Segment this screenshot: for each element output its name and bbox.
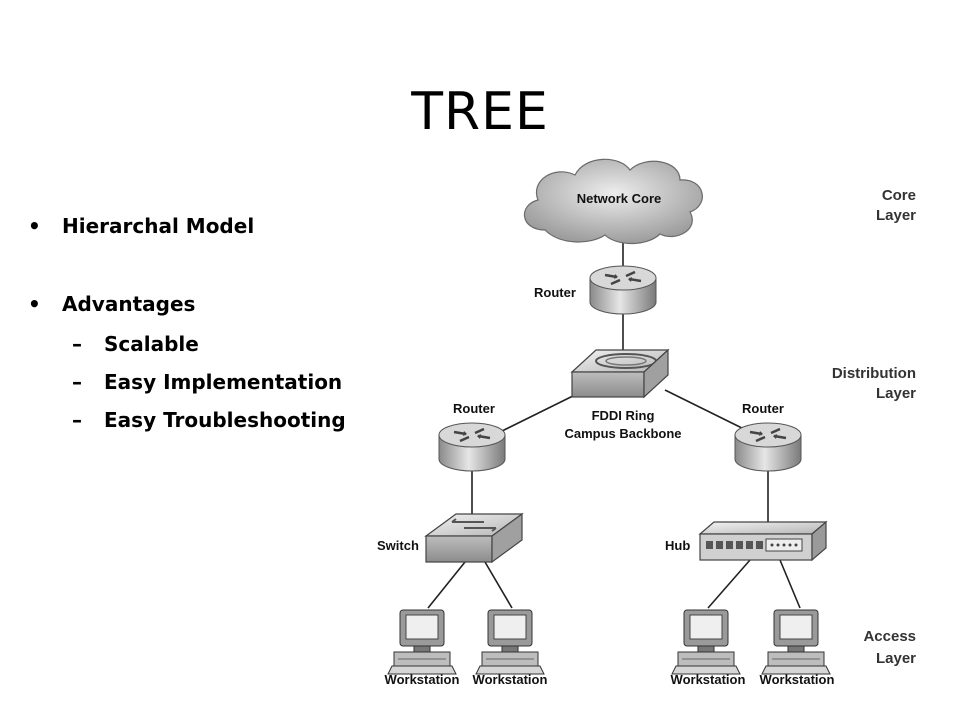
dash-icon: – xyxy=(72,332,82,356)
dash-icon: – xyxy=(72,408,82,432)
workstation-icon xyxy=(761,609,831,675)
core-router-icon xyxy=(588,264,658,316)
connection-lines xyxy=(427,235,801,609)
access-layer-label: Access xyxy=(863,628,916,645)
network-core-cloud-icon: Network Core xyxy=(523,158,703,245)
distribution-layer-label: Distribution xyxy=(832,365,916,382)
tree-topology-diagram: Network Core Router FDDI Ring Campus Bac… xyxy=(377,158,916,687)
workstation-label: Workstation xyxy=(760,672,835,687)
bullet-text: Hierarchal Model xyxy=(62,214,255,238)
hub-label: Hub xyxy=(665,538,690,553)
fddi-sub-label: Campus Backbone xyxy=(564,426,681,441)
dash-icon: – xyxy=(72,370,82,394)
router-label: Router xyxy=(534,285,576,300)
core-layer-label: Core xyxy=(882,187,916,204)
right-router-icon xyxy=(733,421,803,473)
workstation-icon xyxy=(475,609,545,675)
switch-icon xyxy=(424,512,524,564)
hub-icon xyxy=(698,520,828,562)
left-router-icon xyxy=(437,421,507,473)
slide-title: TREE xyxy=(411,82,549,142)
router-label: Router xyxy=(742,401,784,416)
sub-bullet-text: Scalable xyxy=(104,332,199,356)
bullet-dot-icon: • xyxy=(28,214,41,238)
cloud-label: Network Core xyxy=(577,191,662,206)
router-label: Router xyxy=(453,401,495,416)
bullet-dot-icon: • xyxy=(28,292,41,316)
access-layer-label-2: Layer xyxy=(876,650,916,667)
workstation-label: Workstation xyxy=(671,672,746,687)
switch-label: Switch xyxy=(377,538,419,553)
core-layer-label-2: Layer xyxy=(876,207,916,224)
fddi-label: FDDI Ring xyxy=(592,408,655,423)
workstation-icon xyxy=(387,609,457,675)
sub-bullet-text: Easy Troubleshooting xyxy=(104,408,346,432)
bullet-text: Advantages xyxy=(62,292,196,316)
workstation-label: Workstation xyxy=(385,672,460,687)
sub-bullet-text: Easy Implementation xyxy=(104,370,343,394)
workstation-label: Workstation xyxy=(473,672,548,687)
distribution-layer-label-2: Layer xyxy=(876,385,916,402)
workstation-icon xyxy=(671,609,741,675)
fddi-ring-icon xyxy=(570,348,670,399)
